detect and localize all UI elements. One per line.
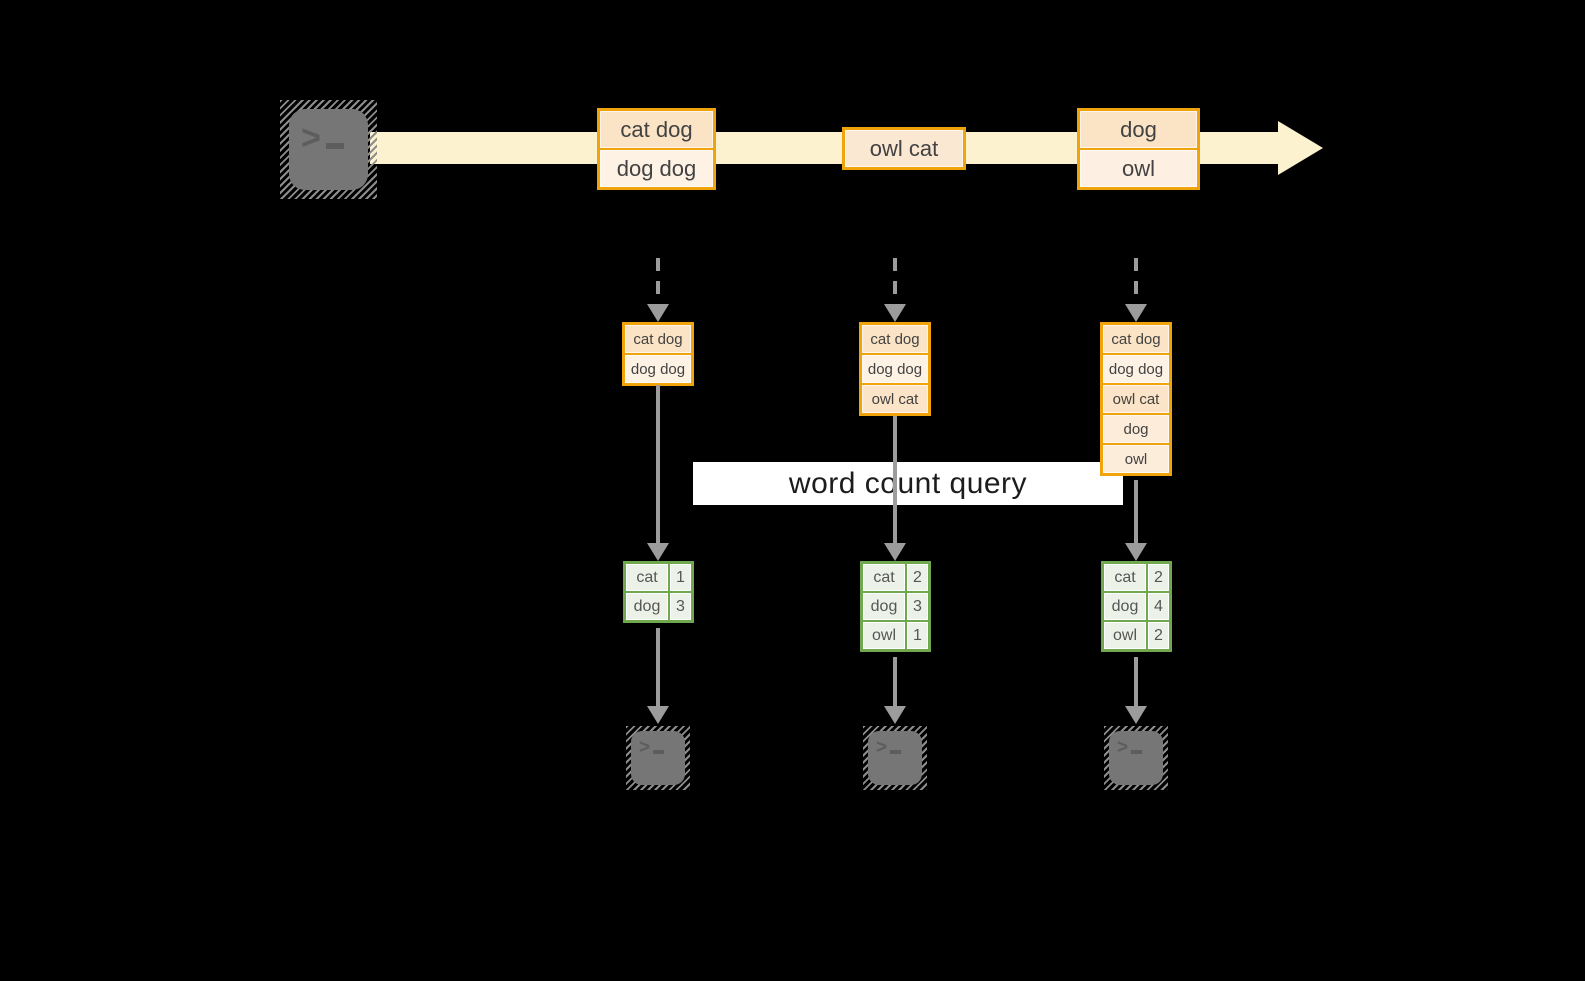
window-row: cat dog — [625, 325, 691, 353]
prompt-chevron-icon: > — [876, 737, 888, 758]
result-count: 2 — [907, 564, 928, 591]
result-count: 2 — [1148, 564, 1169, 591]
result-count: 4 — [1148, 593, 1169, 620]
arrowhead-icon — [1125, 543, 1147, 561]
result-count: 3 — [670, 593, 691, 620]
result-word: owl — [1104, 622, 1146, 649]
terminal-sink-icon: > — [863, 726, 927, 790]
prompt-chevron-icon: > — [301, 119, 321, 157]
prompt-chevron-icon: > — [1117, 737, 1129, 758]
result-count: 1 — [670, 564, 691, 591]
stream-message-line: owl — [1080, 150, 1197, 187]
arrow-line — [1134, 657, 1138, 706]
result-table-1: cat 1 dog 3 — [623, 561, 694, 623]
stream-message-line: cat dog — [600, 111, 713, 148]
window-row: dog dog — [625, 355, 691, 383]
terminal-screen: > — [631, 731, 685, 785]
result-word: cat — [626, 564, 668, 591]
window-stack-2: cat dog dog dog owl cat — [859, 322, 931, 416]
window-row: cat dog — [862, 325, 928, 353]
stream-message-line: owl cat — [845, 130, 963, 167]
arrow-line — [1134, 480, 1138, 543]
arrowhead-icon — [647, 706, 669, 724]
window-row: owl — [1103, 445, 1169, 473]
stream-message-1: cat dog dog dog — [597, 108, 716, 190]
prompt-chevron-icon: > — [639, 737, 651, 758]
banner-label: word count query — [788, 466, 1028, 500]
arrowhead-icon — [647, 304, 669, 322]
terminal-screen: > — [289, 109, 368, 190]
terminal-sink-icon: > — [626, 726, 690, 790]
result-count: 1 — [907, 622, 928, 649]
result-word: cat — [1104, 564, 1146, 591]
prompt-underscore-icon — [1131, 750, 1143, 754]
window-row: owl cat — [862, 385, 928, 413]
arrowhead-icon — [1125, 706, 1147, 724]
window-stack-3: cat dog dog dog owl cat dog owl — [1100, 322, 1172, 476]
arrow-line — [893, 416, 897, 543]
arrow-line — [656, 628, 660, 706]
terminal-source-icon: > — [280, 100, 377, 199]
stream-message-line: dog dog — [600, 150, 713, 187]
result-count: 3 — [907, 593, 928, 620]
result-word: owl — [863, 622, 905, 649]
arrowhead-icon — [884, 304, 906, 322]
prompt-underscore-icon — [653, 750, 665, 754]
window-row: dog — [1103, 415, 1169, 443]
stream-message-2: owl cat — [842, 127, 966, 170]
dashed-arrow-line — [893, 258, 897, 304]
terminal-sink-icon: > — [1104, 726, 1168, 790]
window-row: owl cat — [1103, 385, 1169, 413]
result-word: dog — [626, 593, 668, 620]
result-count: 2 — [1148, 622, 1169, 649]
terminal-screen: > — [1109, 731, 1163, 785]
result-word: cat — [863, 564, 905, 591]
result-word: dog — [863, 593, 905, 620]
arrow-line — [656, 385, 660, 543]
arrowhead-icon — [1125, 304, 1147, 322]
dashed-arrow-line — [1134, 258, 1138, 304]
word-count-query-banner: word count query — [693, 462, 1123, 505]
arrowhead-icon — [884, 706, 906, 724]
window-stack-1: cat dog dog dog — [622, 322, 694, 386]
result-table-3: cat 2 dog 4 owl 2 — [1101, 561, 1172, 652]
prompt-underscore-icon — [890, 750, 902, 754]
prompt-underscore-icon — [325, 143, 344, 149]
terminal-screen: > — [868, 731, 922, 785]
window-row: dog dog — [862, 355, 928, 383]
stream-message-line: dog — [1080, 111, 1197, 148]
arrow-line — [893, 657, 897, 706]
result-table-2: cat 2 dog 3 owl 1 — [860, 561, 931, 652]
arrowhead-icon — [884, 543, 906, 561]
window-row: cat dog — [1103, 325, 1169, 353]
stream-arrowhead-icon — [1278, 121, 1323, 175]
arrowhead-icon — [647, 543, 669, 561]
result-word: dog — [1104, 593, 1146, 620]
dashed-arrow-line — [656, 258, 660, 304]
window-row: dog dog — [1103, 355, 1169, 383]
stream-message-3: dog owl — [1077, 108, 1200, 190]
